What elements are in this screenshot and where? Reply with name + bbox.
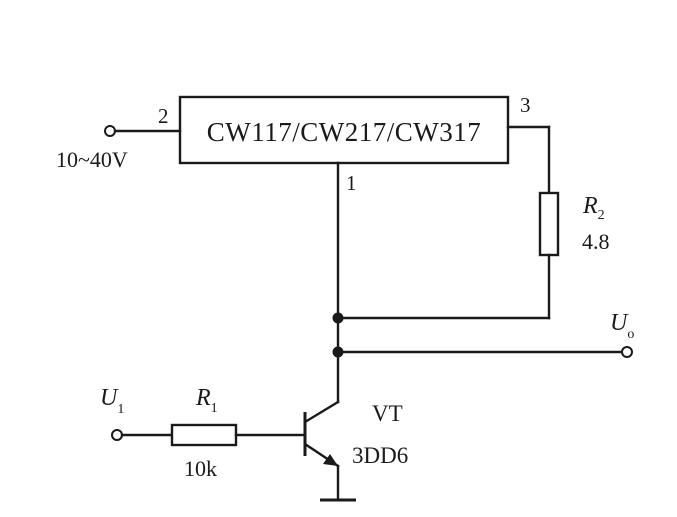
r2-value: 4.8	[582, 229, 610, 254]
control-terminal	[111, 429, 123, 441]
output-terminal	[621, 346, 633, 358]
r2-resistor	[538, 191, 560, 257]
input-voltage-label: 10~40V	[56, 147, 128, 172]
r1-value: 10k	[184, 456, 217, 481]
r2-label: R2	[582, 193, 605, 223]
pin-3-label: 3	[520, 93, 531, 117]
r1-label: R1	[195, 385, 218, 416]
pin-1-label: 1	[346, 171, 357, 195]
pin-2-label: 2	[158, 104, 169, 128]
collector-lead	[303, 400, 340, 424]
control-label: U1	[100, 385, 124, 417]
emitter-arrow-icon	[323, 454, 338, 466]
transistor-name: VT	[372, 401, 403, 426]
regulator-part-label: CW117/CW217/CW317	[207, 117, 481, 147]
r1-resistor	[170, 423, 238, 447]
input-terminal	[104, 125, 116, 137]
transistor-part: 3DD6	[352, 443, 408, 468]
output-label: Uo	[610, 310, 634, 342]
